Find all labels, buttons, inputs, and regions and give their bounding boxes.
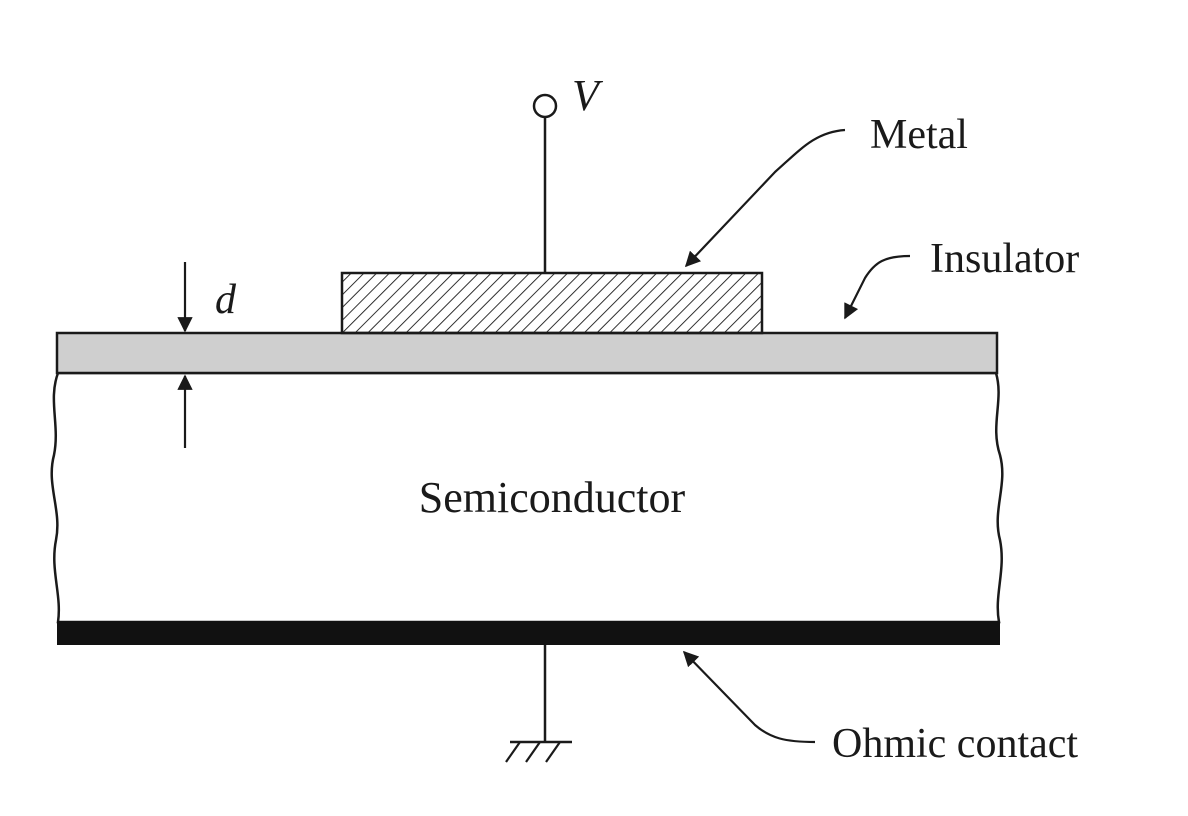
ohmic-contact-bar xyxy=(57,621,1000,645)
metal-leader xyxy=(684,128,846,268)
thickness-label: d xyxy=(215,277,237,323)
gate-terminal-circle xyxy=(532,93,558,119)
voltage-label: V xyxy=(572,71,604,120)
semiconductor-label: Semiconductor xyxy=(419,473,686,522)
insulator-layer xyxy=(55,331,999,375)
metal-gate xyxy=(340,271,764,335)
ohmic-contact-label: Ohmic contact xyxy=(832,721,1078,767)
ground-symbol xyxy=(505,740,572,763)
metal-label: Metal xyxy=(870,112,968,158)
ohmic-contact-leader xyxy=(682,650,816,744)
insulator-leader xyxy=(844,254,911,320)
insulator-label: Insulator xyxy=(930,236,1079,282)
